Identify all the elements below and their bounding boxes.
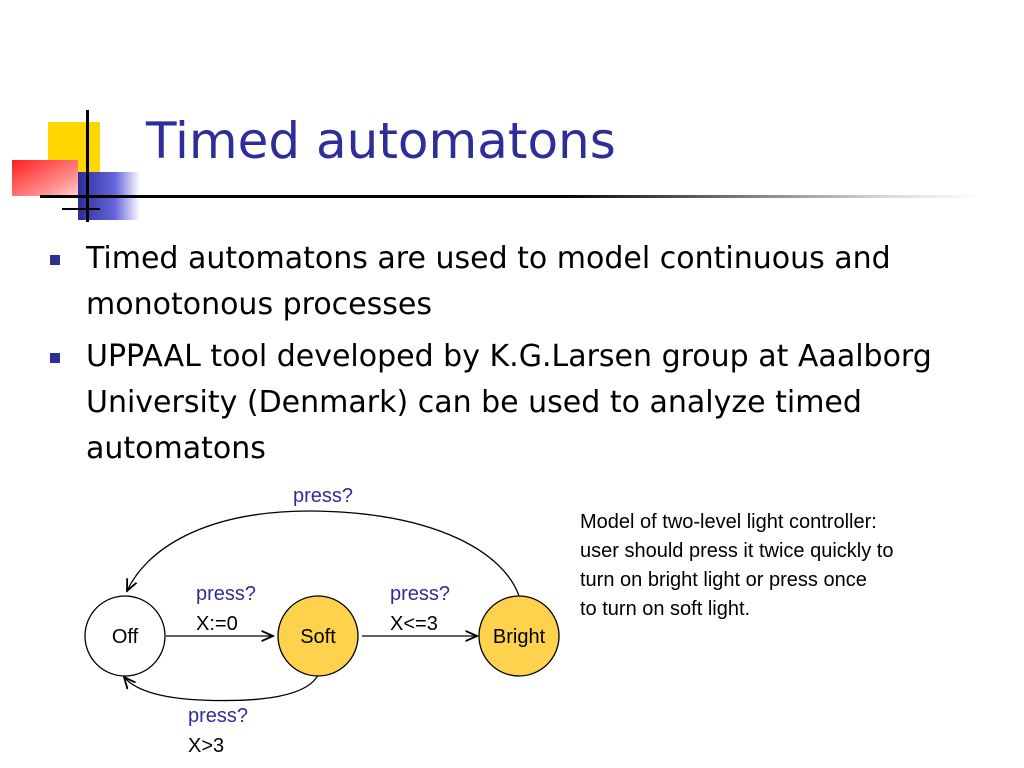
deco-red-square <box>12 160 78 196</box>
soft-to-bright-action-label: press? <box>390 583 450 605</box>
state-off-label: Off <box>112 626 139 648</box>
state-off-circle <box>84 595 166 677</box>
state-soft-circle <box>277 595 359 677</box>
state-soft-label: Soft <box>300 626 336 648</box>
title-underline <box>40 195 980 198</box>
bullet-square-icon <box>50 255 60 265</box>
bullet-text: UPPAAL tool developed by K.G.Larsen grou… <box>86 339 932 466</box>
bullet-list: Timed automatons are used to model conti… <box>50 236 980 478</box>
soft-to-off-guard-label: X>3 <box>188 735 224 757</box>
off-to-soft-action-label: press? <box>196 583 256 605</box>
bullet-item: Timed automatons are used to model conti… <box>50 236 980 328</box>
diagram-caption: Model of two-level light controller: use… <box>580 511 894 620</box>
state-bright-label: Bright <box>493 626 546 648</box>
state-bright-circle <box>478 595 560 677</box>
off-to-soft-update-label: X:=0 <box>196 613 238 635</box>
state-bright: Bright <box>478 595 560 677</box>
state-off: Off <box>84 595 166 677</box>
slide-title: Timed automatons <box>146 112 616 170</box>
bullet-square-icon <box>50 353 60 363</box>
bullet-text: Timed automatons are used to model conti… <box>86 241 891 322</box>
transition-soft-to-off <box>124 674 319 702</box>
transition-bright-to-off <box>127 510 520 597</box>
bright-to-off-action-label: press? <box>293 485 353 507</box>
soft-to-off-action-label: press? <box>188 705 248 727</box>
deco-horizontal-line <box>62 208 100 210</box>
deco-vertical-line <box>86 110 89 222</box>
bullet-item: UPPAAL tool developed by K.G.Larsen grou… <box>50 334 980 472</box>
soft-to-bright-guard-label: X<=3 <box>390 613 438 635</box>
state-soft: Soft <box>277 595 359 677</box>
